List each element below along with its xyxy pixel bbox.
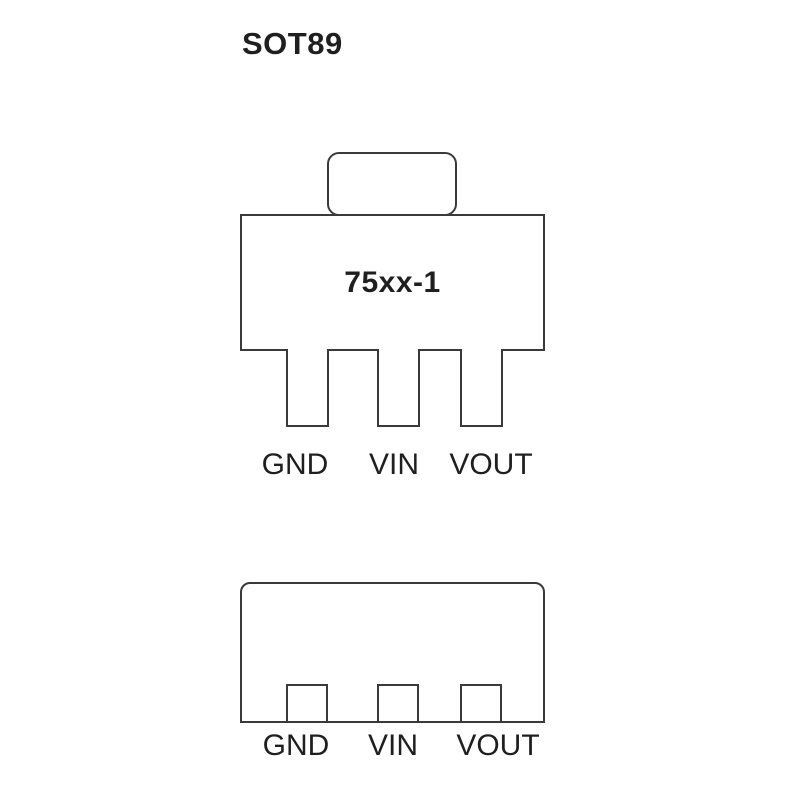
pin-label-vin: VIN bbox=[368, 448, 420, 481]
pad-vin-shape bbox=[377, 684, 419, 723]
package-marking: 75xx-1 bbox=[344, 265, 441, 299]
lead-vout-shape bbox=[460, 349, 503, 427]
pin-label-vin: VIN bbox=[367, 729, 419, 762]
pin-label-vout: VOUT bbox=[449, 448, 533, 481]
pin-label-vout: VOUT bbox=[456, 729, 540, 762]
package-body: 75xx-1 bbox=[240, 214, 545, 351]
lead-vin-shape bbox=[377, 349, 420, 427]
mounting-tab-shape bbox=[327, 152, 457, 216]
pin-label-gnd: GND bbox=[261, 448, 329, 481]
page-title: SOT89 bbox=[242, 26, 343, 61]
pad-gnd-shape bbox=[286, 684, 328, 723]
pad-vout-shape bbox=[460, 684, 502, 723]
front-view: 75xx-1 GND VIN VOUT bbox=[240, 152, 545, 492]
lead-gnd-shape bbox=[286, 349, 329, 427]
bottom-view: GND VIN VOUT bbox=[240, 582, 545, 782]
pin-label-gnd: GND bbox=[262, 729, 330, 762]
